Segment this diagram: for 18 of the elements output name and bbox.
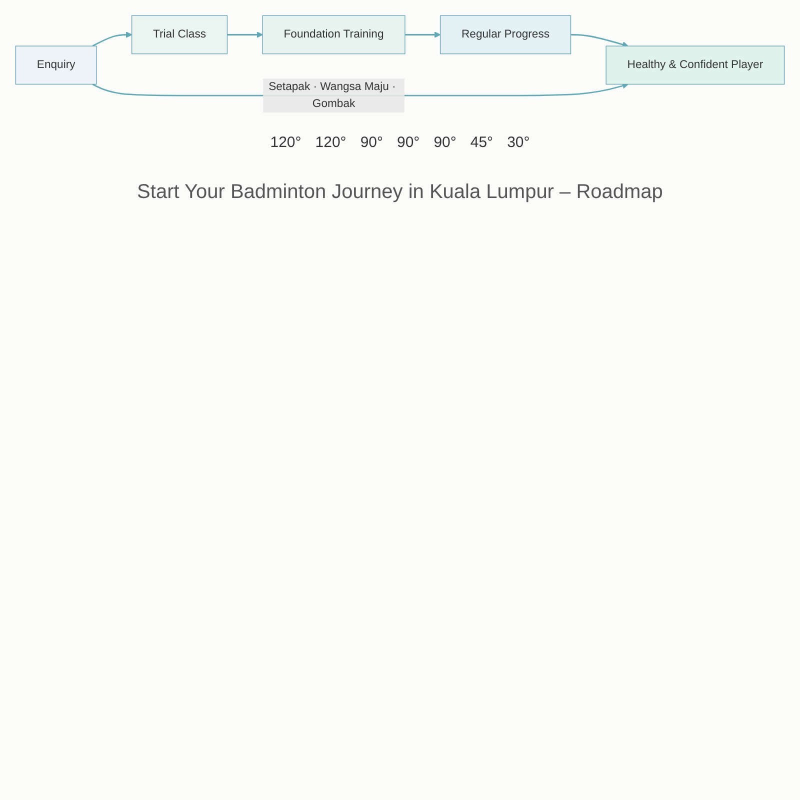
node-box: Foundation Training [262, 15, 406, 54]
angle-label: 30° [507, 134, 530, 152]
node-box: Healthy & Confident Player [606, 46, 785, 85]
caption: Start Your Badminton Journey in Kuala Lumpur – Roadmap [136, 181, 664, 204]
angle-label: 120° [315, 134, 346, 152]
node-box: Trial Class [131, 15, 228, 54]
arrow [404, 32, 441, 38]
angle-label: 90° [397, 134, 420, 152]
angle-label: 90° [434, 134, 456, 152]
node-box: Enquiry [15, 46, 97, 85]
arrow [570, 34, 628, 48]
angle-label: 120° [270, 134, 302, 152]
angle-label: 90° [360, 134, 383, 152]
arrow [92, 32, 132, 47]
node-box: Regular Progress [440, 15, 572, 54]
arrow [227, 32, 263, 38]
edge-label: Setapak · Wangsa Maju · Gombak [268, 80, 396, 110]
angle-label: 45° [470, 134, 494, 152]
